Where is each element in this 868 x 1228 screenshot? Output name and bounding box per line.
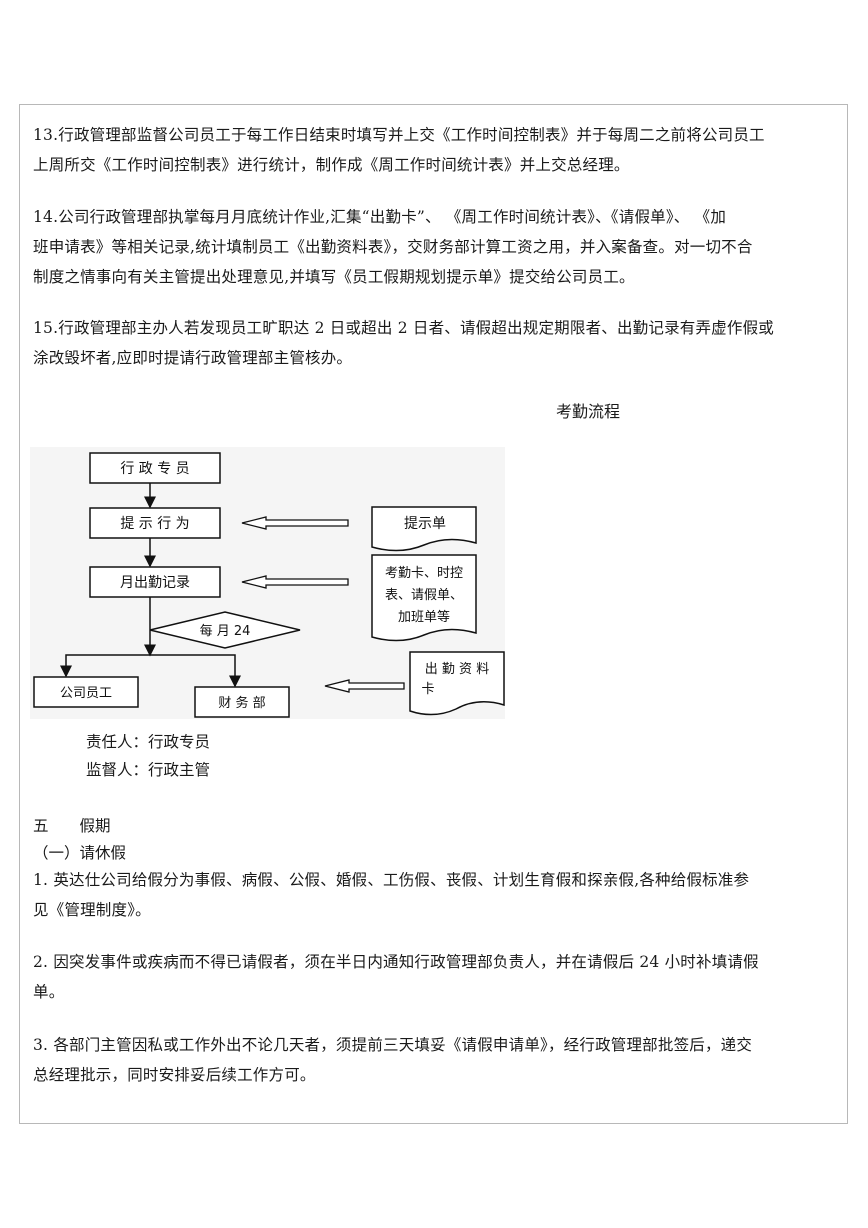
hollow-arrows [241, 516, 405, 693]
doc-records-line-1: 考勤卡、时控 [385, 566, 463, 581]
item3-line-2: 总经理批示，同时安排妥后续工作方可。 [33, 1066, 316, 1084]
arrow-from-prompt-doc [241, 516, 349, 530]
box-admin-staff-label: 行 政 专 员 [120, 461, 189, 477]
doc-attendance-line-1: 出 勤 资 料 [425, 662, 489, 677]
box-finance: 财 务 部 [194, 686, 290, 718]
para15-line-1: 15.行政管理部主办人若发现员工旷职达 2 日或超出 2 日者、请假超出规定期限… [33, 319, 774, 337]
doc-prompt-label: 提示单 [404, 516, 446, 532]
box-staff-label: 公司员工 [60, 686, 112, 701]
doc-prompt-slip: 提示单 [371, 506, 477, 552]
box-monthly-record: 月出勤记录 [89, 566, 221, 598]
box-company-staff: 公司员工 [33, 676, 139, 708]
box-monthly-label: 月出勤记录 [120, 575, 190, 591]
subsection-heading: （一）请休假 [33, 844, 127, 862]
doc-records-line-2: 表、请假单、 [385, 588, 463, 603]
item-2: 2. 因突发事件或疾病而不得已请假者，须在半日内通知行政管理部负责人，并在请假后… [33, 947, 845, 1007]
supervisor-person: 监督人：行政主管 [86, 761, 211, 779]
paragraph-15: 15.行政管理部主办人若发现员工旷职达 2 日或超出 2 日者、请假超出规定期限… [33, 313, 845, 373]
doc-records: 考勤卡、时控 表、请假单、 加班单等 [371, 554, 477, 642]
para14-line-1: 14.公司行政管理部执掌每月月底统计作业,汇集“出勤卡”、 《周工作时间统计表》… [33, 208, 727, 226]
para15-line-2: 涂改毁坏者,应即时提请行政管理部主管核办。 [33, 349, 353, 367]
arrow-from-attendance-doc [324, 679, 405, 693]
box-admin-staff: 行 政 专 员 [89, 452, 221, 484]
item1-line-1: 1. 英达仕公司给假分为事假、病假、公假、婚假、工伤假、丧假、计划生育假和探亲假… [33, 871, 750, 889]
item-3: 3. 各部门主管因私或工作外出不论几天者，须提前三天填妥《请假申请单》，经行政管… [33, 1030, 845, 1090]
section-heading: 五 假期 [33, 817, 111, 835]
responsible-person: 责任人：行政专员 [86, 733, 211, 751]
flow-connectors [60, 483, 241, 688]
para13-line-2: 上周所交《工作时间控制表》进行统计，制作成《周工作时间统计表》并上交总经理。 [33, 156, 630, 174]
diamond-label: 每 月 24 [200, 623, 251, 639]
paragraph-13: 13.行政管理部监督公司员工于每工作日结束时填写并上交《工作时间控制表》并于每周… [33, 120, 845, 180]
box-prompt: 提 示 行 为 [89, 507, 221, 539]
item2-line-2: 单。 [33, 983, 65, 1001]
paragraph-14: 14.公司行政管理部执掌每月月底统计作业,汇集“出勤卡”、 《周工作时间统计表》… [33, 202, 845, 292]
diamond-monthly-24: 每 月 24 [149, 611, 301, 649]
para13-line-1: 13.行政管理部监督公司员工于每工作日结束时填写并上交《工作时间控制表》并于每周… [33, 126, 765, 144]
box-finance-label: 财 务 部 [218, 695, 265, 711]
para14-line-2: 班申请表》等相关记录,统计填制员工《出勤资料表》，交财务部计算工资之用，并入案备… [33, 238, 753, 256]
item2-line-1: 2. 因突发事件或疾病而不得已请假者，须在半日内通知行政管理部负责人，并在请假后… [33, 953, 759, 971]
page-frame [19, 104, 848, 1124]
item1-line-2: 见《管理制度》。 [33, 901, 151, 919]
para14-line-3: 制度之情事向有关主管提出处理意见,并填写《员工假期规划提示单》提交给公司员工。 [33, 268, 635, 286]
doc-attendance-line-2: 卡 [421, 682, 434, 697]
flowchart-title: 考勤流程 [556, 402, 621, 421]
item-1: 1. 英达仕公司给假分为事假、病假、公假、婚假、工伤假、丧假、计划生育假和探亲假… [33, 865, 845, 925]
doc-attendance: 出 勤 资 料 卡 [409, 651, 505, 716]
arrow-from-records-doc [241, 575, 349, 589]
attendance-flowchart: 行 政 专 员 提 示 行 为 月出勤记录 每 月 24 公司员工 财 务 部 [30, 447, 505, 719]
flowchart-svg: 行 政 专 员 提 示 行 为 月出勤记录 每 月 24 公司员工 财 务 部 [33, 452, 505, 718]
item3-line-1: 3. 各部门主管因私或工作外出不论几天者，须提前三天填妥《请假申请单》，经行政管… [33, 1036, 753, 1054]
box-prompt-label: 提 示 行 为 [120, 516, 189, 532]
doc-records-line-3: 加班单等 [398, 609, 450, 625]
